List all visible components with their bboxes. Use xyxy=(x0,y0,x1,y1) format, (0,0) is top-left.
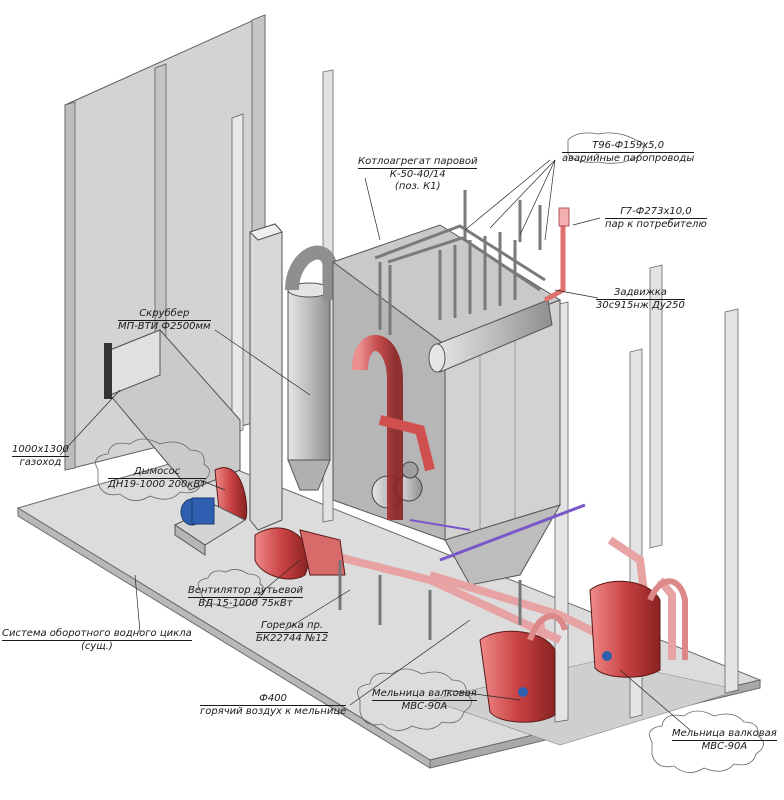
exhauster-duct xyxy=(249,223,283,531)
label-water-system: Система оборотного водного цикла(сущ.) xyxy=(2,628,192,652)
annotation-clouds xyxy=(95,132,764,773)
label-burner: Горелка пр.БК22744 №12 xyxy=(256,620,329,644)
scrubber xyxy=(285,245,337,491)
superheater-piping xyxy=(374,190,546,335)
flue-duct xyxy=(104,329,241,491)
mill-1 xyxy=(479,613,568,723)
mill-2 xyxy=(589,578,688,678)
exhauster xyxy=(174,467,248,556)
purple-line xyxy=(409,503,586,562)
consumer-steam-line xyxy=(543,207,570,303)
support-frame xyxy=(338,560,522,640)
steam-drum xyxy=(428,299,553,373)
leader-lines xyxy=(59,159,691,731)
blower-fan xyxy=(254,527,346,580)
